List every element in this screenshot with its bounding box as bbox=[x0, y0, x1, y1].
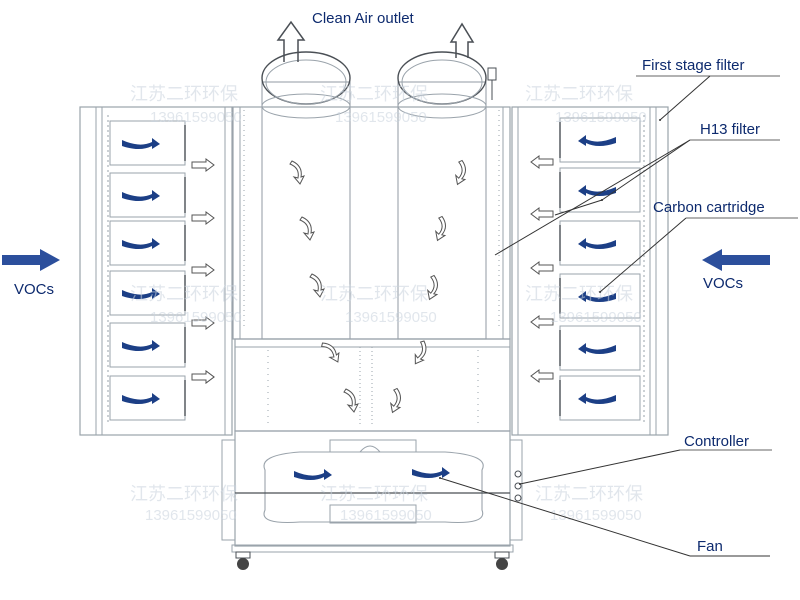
airflow-arrow bbox=[294, 469, 332, 480]
internal-flow-arrow bbox=[530, 315, 554, 329]
airflow-arrow bbox=[412, 467, 450, 478]
carbon-cartridge bbox=[559, 220, 641, 266]
internal-flow-arrow bbox=[389, 387, 402, 414]
watermark-phone: 13961599050 bbox=[345, 309, 437, 326]
watermark-group: 江苏二环环保 江苏二环环保 江苏二环环保 13961599050 1396159… bbox=[130, 84, 647, 524]
internal-flow-arrow bbox=[191, 211, 215, 225]
airflow-arrow bbox=[578, 135, 616, 146]
label-first-stage-filter: First stage filter bbox=[642, 57, 745, 74]
leader-controller bbox=[519, 449, 681, 485]
label-controller: Controller bbox=[684, 433, 749, 450]
carbon-cartridge bbox=[559, 325, 641, 371]
internal-flow-arrow bbox=[434, 215, 447, 242]
internal-flow-arrow bbox=[414, 340, 427, 365]
airflow-arrow bbox=[122, 190, 160, 201]
airflow-arrow bbox=[122, 340, 160, 351]
right-filter-wing bbox=[511, 106, 669, 436]
internal-flow-arrow bbox=[191, 263, 215, 277]
carbon-cartridge bbox=[559, 375, 641, 421]
carbon-cartridge bbox=[109, 220, 186, 266]
voc-inlet-arrow-left bbox=[2, 249, 60, 271]
internal-flow-arrow bbox=[309, 273, 325, 298]
watermark-phone: 13961599050 bbox=[550, 507, 642, 524]
internal-flow-arrow bbox=[191, 370, 215, 384]
airflow-arrow bbox=[578, 343, 616, 354]
airflow-arrow bbox=[122, 393, 160, 404]
label-h13-filter: H13 filter bbox=[700, 121, 760, 138]
internal-flow-arrow bbox=[454, 159, 467, 186]
internal-flow-arrow bbox=[289, 160, 305, 185]
airflow-arrow bbox=[122, 138, 160, 149]
airflow-arrow bbox=[578, 185, 616, 196]
watermark-company: 江苏二环环保 bbox=[535, 484, 643, 505]
wheel-right bbox=[494, 551, 510, 570]
mixing-chamber bbox=[234, 338, 511, 432]
watermark-phone: 13961599050 bbox=[555, 109, 647, 126]
base bbox=[231, 544, 514, 570]
internal-flow-arrow bbox=[530, 261, 554, 275]
wheel-left bbox=[235, 551, 251, 570]
airflow-arrow bbox=[578, 238, 616, 249]
watermark-company: 江苏二环环保 bbox=[525, 284, 633, 305]
airflow-arrow bbox=[122, 288, 160, 299]
label-vocs-left: VOCs bbox=[14, 281, 54, 298]
left-filter-wing bbox=[79, 106, 233, 436]
leader-fan bbox=[439, 477, 691, 557]
watermark-phone: 13961599050 bbox=[335, 109, 427, 126]
internal-flow-arrow bbox=[530, 155, 554, 169]
voc-inlet-arrow-right bbox=[702, 249, 770, 271]
internal-flow-arrow bbox=[191, 158, 215, 172]
watermark-phone: 13961599050 bbox=[150, 309, 242, 326]
fan-section bbox=[221, 430, 523, 547]
internal-flow-arrow bbox=[530, 369, 554, 383]
watermark-company: 江苏二环环保 bbox=[320, 84, 428, 105]
leader-first-stage-filter bbox=[659, 75, 711, 121]
carbon-cartridge bbox=[109, 322, 186, 368]
watermark-company: 江苏二环环保 bbox=[320, 484, 428, 505]
leader-carbon-cartridge bbox=[599, 217, 687, 293]
airflow-arrow bbox=[122, 238, 160, 249]
carbon-cartridge bbox=[109, 120, 186, 166]
carbon-cartridge bbox=[109, 375, 186, 421]
label-vocs-right: VOCs bbox=[703, 275, 743, 292]
label-clean-air-outlet: Clean Air outlet bbox=[312, 10, 415, 27]
label-carbon-cartridge: Carbon cartridge bbox=[653, 199, 765, 216]
leader-h13-filter-branch bbox=[554, 199, 603, 216]
internal-flow-arrow bbox=[426, 274, 439, 301]
watermark-phone: 13961599050 bbox=[550, 309, 642, 326]
internal-flow-arrow bbox=[320, 342, 340, 363]
leader-h13-filter bbox=[601, 139, 691, 201]
label-fan: Fan bbox=[697, 538, 723, 555]
watermark-company: 江苏二环环保 bbox=[130, 284, 238, 305]
carbon-cartridge bbox=[559, 167, 641, 213]
watermark-company: 江苏二环环保 bbox=[320, 284, 428, 305]
watermark-company: 江苏二环环保 bbox=[525, 84, 633, 105]
airflow-arrow bbox=[578, 393, 616, 404]
airflow-arrow bbox=[578, 291, 616, 302]
watermark-company: 江苏二环环保 bbox=[130, 84, 238, 105]
watermark-company: 江苏二环环保 bbox=[130, 484, 238, 505]
leader-h13-filter-tower bbox=[494, 139, 691, 256]
watermark-phone: 13961599050 bbox=[145, 507, 237, 524]
watermark-phone: 13961599050 bbox=[150, 109, 242, 126]
outlet-arrow-left bbox=[276, 20, 306, 62]
watermark-phone: 13961599050 bbox=[340, 507, 432, 524]
carbon-cartridge bbox=[109, 172, 186, 218]
leader-lines bbox=[439, 75, 798, 557]
internal-flow-arrow bbox=[299, 216, 315, 241]
outlet-arrow-right bbox=[449, 22, 475, 58]
internal-flow-arrow bbox=[530, 207, 554, 221]
internal-flow-arrow bbox=[343, 388, 359, 413]
internal-flow-arrow bbox=[191, 316, 215, 330]
